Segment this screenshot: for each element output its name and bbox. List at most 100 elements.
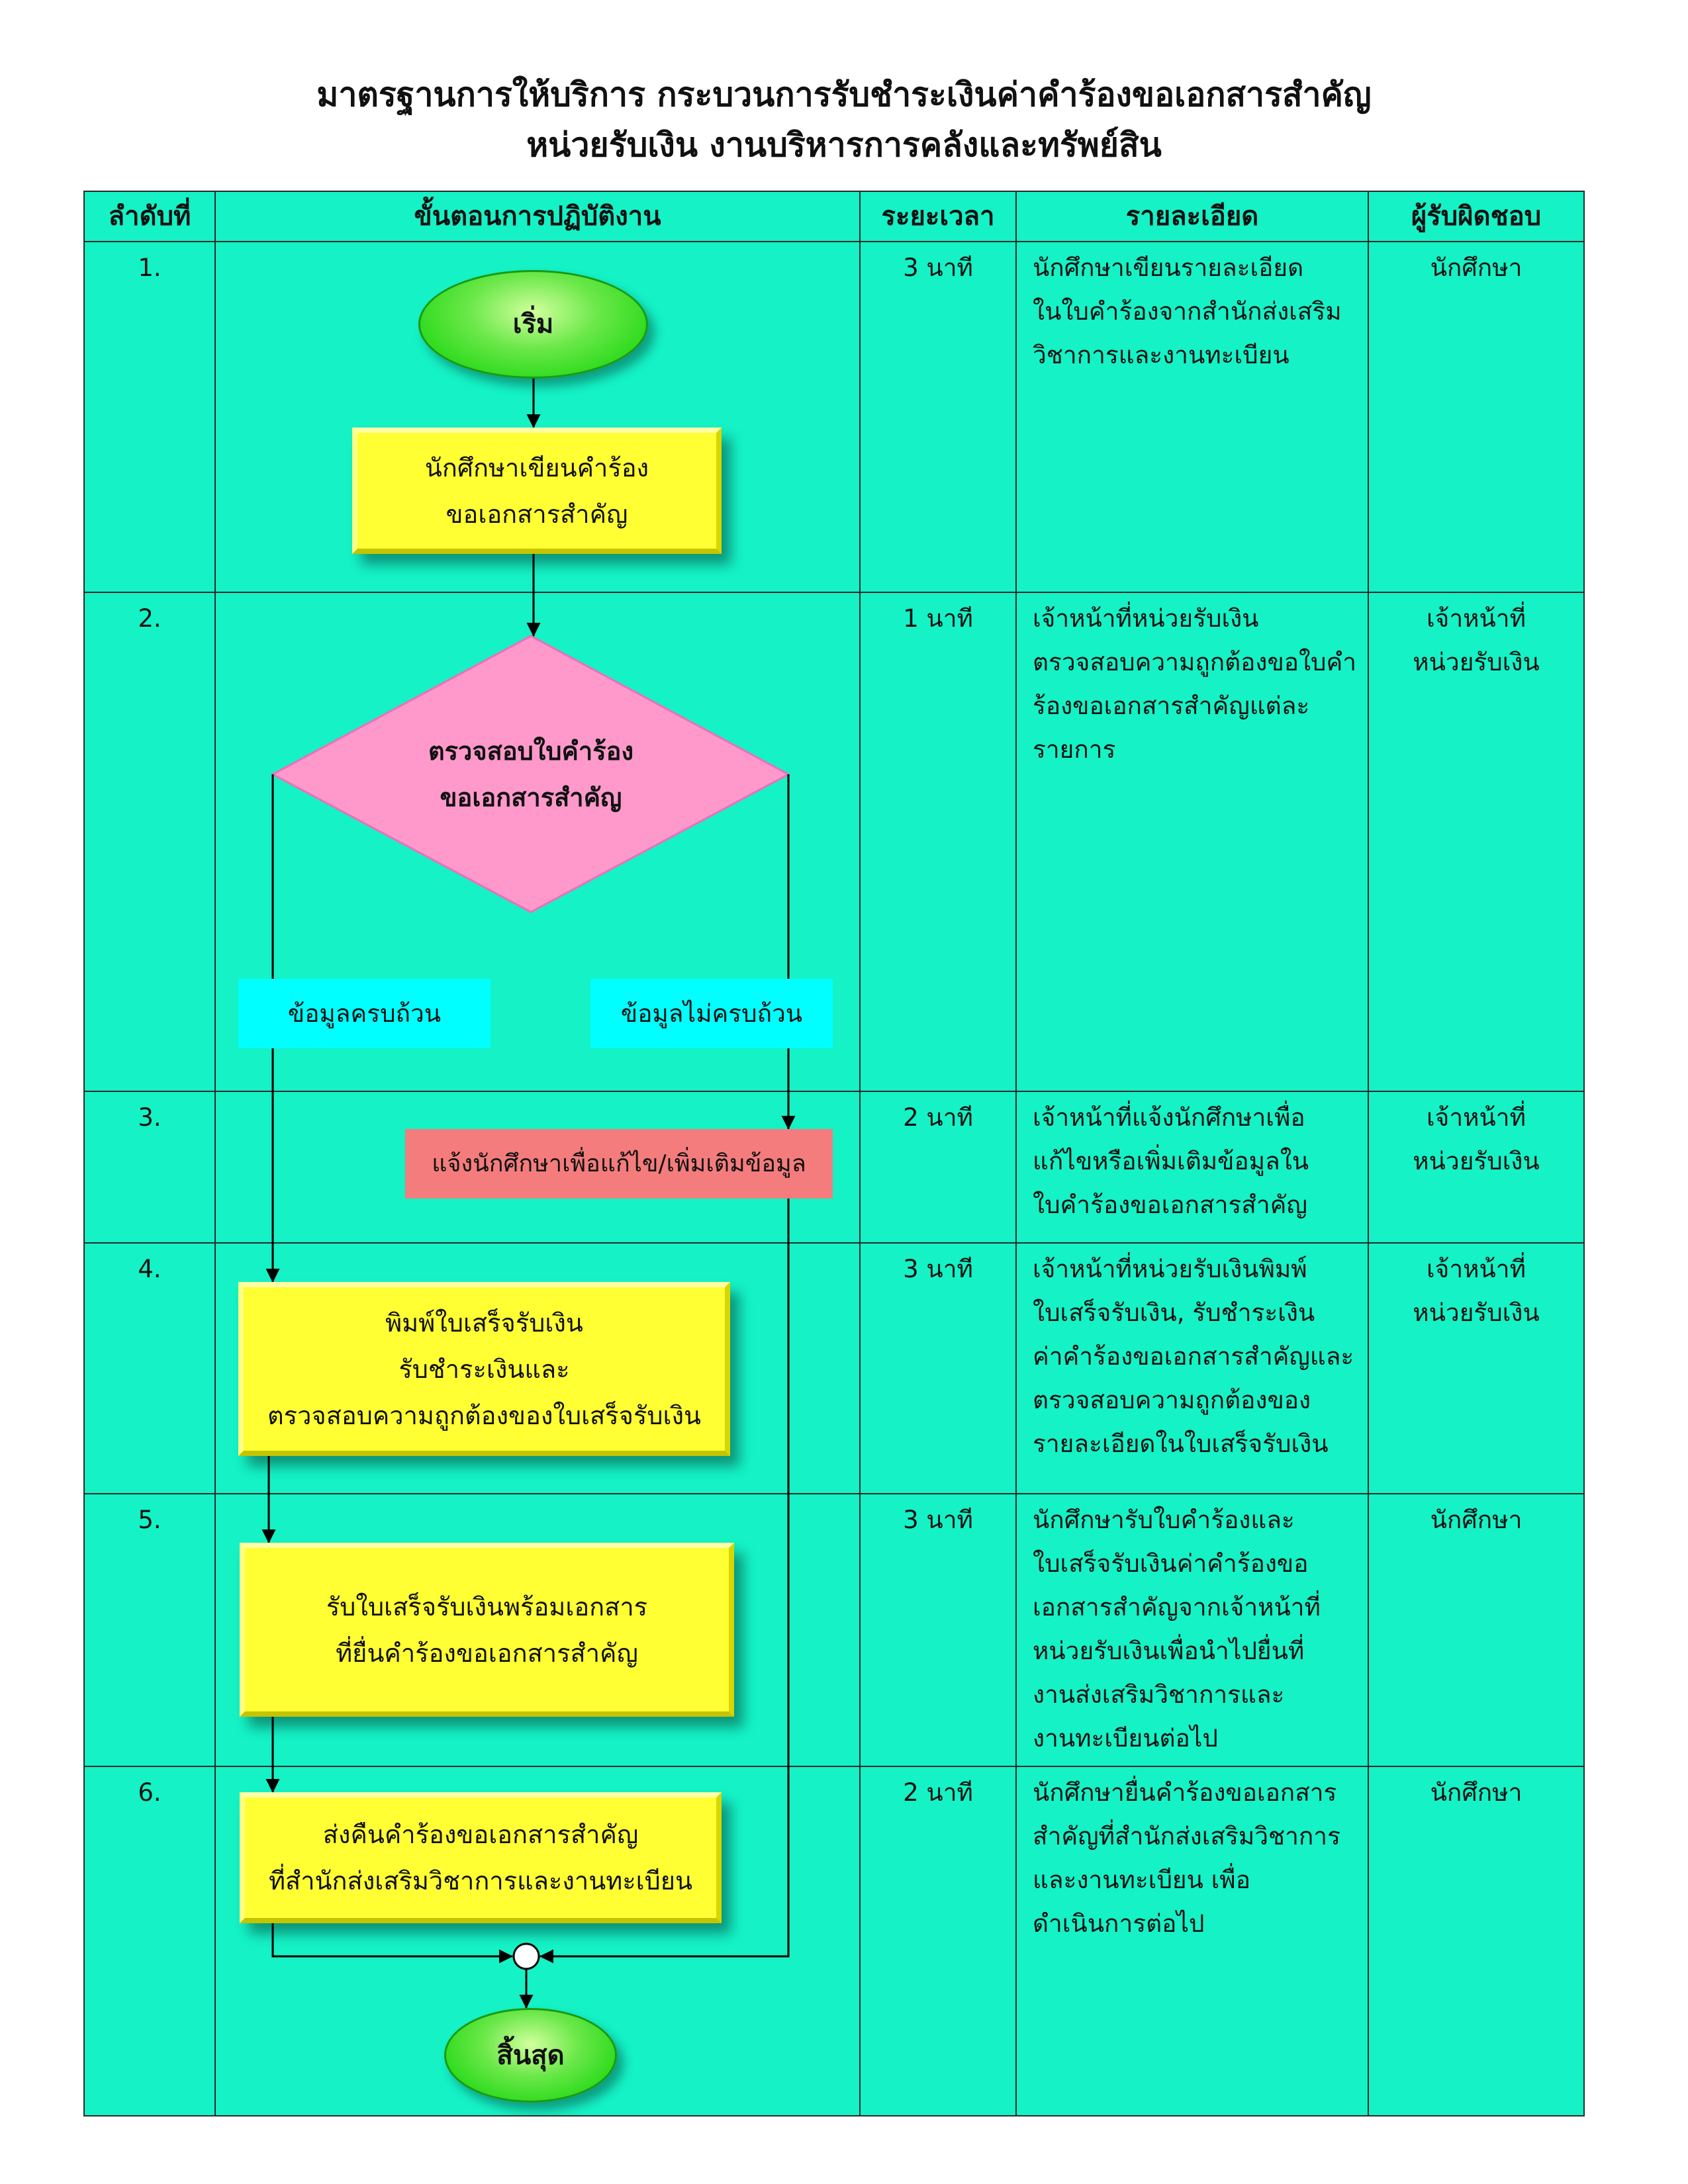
details-cell: เจ้าหน้าที่หน่วยรับเงิน ตรวจสอบความถูกต้… [1015, 592, 1369, 1092]
decision-text-line: ตรวจสอบใบคำร้อง [428, 737, 634, 766]
row-number: 3. [138, 1103, 162, 1132]
details-line: นักศึกษาเขียนรายละเอียด [1033, 253, 1304, 282]
start-label: เริ่ม [512, 309, 554, 340]
details-line: เจ้าหน้าที่หน่วยรับเงิน [1033, 604, 1259, 633]
row-number-cell: 3. [83, 1091, 216, 1244]
duration: 3 นาที [903, 1255, 973, 1283]
duration: 2 นาที [903, 1778, 973, 1807]
details-cell: นักศึกษายื่นคำร้องขอเอกสาร สำคัญที่สำนัก… [1015, 1766, 1369, 2116]
details-line: ใบคำร้องขอเอกสารสำคัญ [1033, 1191, 1307, 1219]
process-write-request: นักศึกษาเขียนคำร้อง ขอเอกสารสำคัญ [352, 428, 722, 554]
process-receive-receipt: รับใบเสร็จรับเงินพร้อมเอกสาร ที่ยื่นคำร้… [240, 1543, 734, 1717]
details-line: รายการ [1033, 735, 1116, 764]
details-cell: เจ้าหน้าที่หน่วยรับเงินพิมพ์ ใบเสร็จรับเ… [1015, 1242, 1369, 1494]
end-label: สิ้นสุด [496, 2040, 565, 2071]
details-cell: นักศึกษาเขียนรายละเอียด ในใบคำร้องจากสำน… [1015, 241, 1369, 593]
merge-connector-circle [512, 1942, 540, 1970]
row-number-cell: 1. [83, 241, 216, 593]
process-text-line: รับชำระเงินและ [399, 1354, 570, 1384]
duration: 3 นาที [903, 253, 973, 282]
table-header-row: ลำดับที่ ขั้นตอนการปฏิบัติงาน ระยะเวลา ร… [83, 191, 1585, 242]
responsible-line: นักศึกษา [1430, 253, 1523, 282]
responsible-cell: เจ้าหน้าที่ หน่วยรับเงิน [1368, 1091, 1585, 1244]
process-text-line: ที่สำนักส่งเสริมวิชาการและงานทะเบียน [268, 1866, 693, 1895]
process-text-line: ขอเอกสารสำคัญ [445, 499, 628, 529]
details-line: ในใบคำร้องจากสำนักส่งเสริม [1033, 297, 1342, 326]
details-line: แก้ไขหรือเพิ่มเติมข้อมูลใน [1033, 1147, 1309, 1175]
time-cell: 1 นาที [859, 592, 1017, 1092]
responsible-cell: เจ้าหน้าที่ หน่วยรับเงิน [1368, 1242, 1585, 1494]
duration: 1 นาที [903, 604, 973, 633]
responsible-line: เจ้าหน้าที่ [1427, 1255, 1526, 1283]
responsible-line: หน่วยรับเงิน [1413, 1147, 1540, 1175]
responsible-cell: นักศึกษา [1368, 1493, 1585, 1767]
duration: 3 นาที [903, 1506, 973, 1534]
complete-data-text: ข้อมูลครบถ้วน [287, 999, 442, 1028]
time-cell: 2 นาที [859, 1091, 1017, 1244]
duration: 2 นาที [903, 1103, 973, 1132]
responsible-cell: เจ้าหน้าที่ หน่วยรับเงิน [1368, 592, 1585, 1092]
incomplete-data-label: ข้อมูลไม่ครบถ้วน [590, 979, 833, 1048]
connector-arrow [271, 1923, 514, 1964]
details-line: ตรวจสอบความถูกต้องของ [1033, 1386, 1311, 1414]
notify-student-text: แจ้งนักศึกษาเพื่อแก้ไข/เพิ่มเติมข้อมูล [432, 1150, 806, 1177]
details-line: ค่าคำร้องขอเอกสารสำคัญและ [1033, 1342, 1354, 1371]
details-line: งานส่งเสริมวิชาการและ [1033, 1680, 1285, 1709]
details-line: เจ้าหน้าที่หน่วยรับเงินพิมพ์ [1033, 1255, 1307, 1283]
details-cell: เจ้าหน้าที่แจ้งนักศึกษาเพื่อ แก้ไขหรือเพ… [1015, 1091, 1369, 1244]
details-line: นักศึกษารับใบคำร้องและ [1033, 1506, 1295, 1534]
header-no: ลำดับที่ [83, 191, 216, 242]
header-time: ระยะเวลา [859, 191, 1017, 242]
row-number: 5. [138, 1506, 162, 1534]
row-number-cell: 4. [83, 1242, 216, 1494]
document-subtitle: หน่วยรับเงิน งานบริหารการคลังและทรัพย์สิ… [526, 126, 1162, 164]
row-number: 1. [138, 253, 162, 282]
time-cell: 3 นาที [859, 1493, 1017, 1767]
process-text-line: ที่ยื่นคำร้องขอเอกสารสำคัญ [336, 1638, 638, 1668]
incomplete-data-text: ข้อมูลไม่ครบถ้วน [620, 999, 803, 1028]
decision-text-line: ขอเอกสารสำคัญ [440, 783, 622, 812]
process-print-receipt: พิมพ์ใบเสร็จรับเงิน รับชำระเงินและ ตรวจส… [238, 1282, 730, 1456]
row-number-cell: 2. [83, 592, 216, 1092]
details-line: วิชาการและงานทะเบียน [1033, 341, 1289, 369]
details-line: งานทะเบียนต่อไป [1033, 1724, 1218, 1752]
details-line: ตรวจสอบความถูกต้องขอใบคำ [1033, 648, 1357, 676]
details-line: ใบเสร็จรับเงินค่าคำร้องขอ [1033, 1549, 1309, 1578]
decision-label: ตรวจสอบใบคำร้อง ขอเอกสารสำคัญ [299, 725, 763, 824]
decision-diamond [270, 635, 791, 913]
document-title: มาตรฐานการให้บริการ กระบวนการรับชำระเงิน… [316, 75, 1372, 114]
process-text-line: ตรวจสอบความถูกต้องของใบเสร็จรับเงิน [267, 1400, 701, 1430]
details-line: เอกสารสำคัญจากเจ้าหน้าที่ [1033, 1593, 1321, 1621]
row-number-cell: 6. [83, 1766, 216, 2116]
row-number: 2. [138, 604, 162, 633]
details-line: นักศึกษายื่นคำร้องขอเอกสาร [1033, 1778, 1337, 1807]
notify-student-box: แจ้งนักศึกษาเพื่อแก้ไข/เพิ่มเติมข้อมูล [405, 1129, 833, 1199]
process-text-line: นักศึกษาเขียนคำร้อง [424, 453, 649, 482]
responsible-line: หน่วยรับเงิน [1413, 648, 1540, 676]
responsible-line: เจ้าหน้าที่ [1427, 604, 1526, 633]
responsible-line: เจ้าหน้าที่ [1427, 1103, 1526, 1132]
header-details: รายละเอียด [1015, 191, 1369, 242]
details-line: ดำเนินการต่อไป [1033, 1909, 1205, 1938]
details-line: ร้องขอเอกสารสำคัญแต่ละ [1033, 692, 1310, 720]
responsible-cell: นักศึกษา [1368, 241, 1585, 593]
details-line: เจ้าหน้าที่แจ้งนักศึกษาเพื่อ [1033, 1103, 1305, 1132]
process-text-line: พิมพ์ใบเสร็จรับเงิน [385, 1308, 583, 1338]
details-line: สำคัญที่สำนักส่งเสริมวิชาการ [1033, 1822, 1340, 1850]
complete-data-label: ข้อมูลครบถ้วน [238, 979, 491, 1048]
end-terminal: สิ้นสุด [444, 2008, 617, 2103]
responsible-line: หน่วยรับเงิน [1413, 1298, 1540, 1327]
row-number-cell: 5. [83, 1493, 216, 1767]
time-cell: 3 นาที [859, 1242, 1017, 1494]
details-line: และงานทะเบียน เพื่อ [1033, 1866, 1250, 1894]
row-number: 6. [138, 1778, 162, 1807]
row-number: 4. [138, 1255, 162, 1283]
responsible-cell: นักศึกษา [1368, 1766, 1585, 2116]
process-return-request: ส่งคืนคำร้องขอเอกสารสำคัญ ที่สำนักส่งเสร… [240, 1792, 722, 1923]
details-line: หน่วยรับเงินเพื่อนำไปยื่นที่ [1033, 1637, 1305, 1665]
process-text-line: รับใบเสร็จรับเงินพร้อมเอกสาร [326, 1592, 648, 1621]
responsible-line: นักศึกษา [1430, 1506, 1523, 1534]
time-cell: 2 นาที [859, 1766, 1017, 2116]
